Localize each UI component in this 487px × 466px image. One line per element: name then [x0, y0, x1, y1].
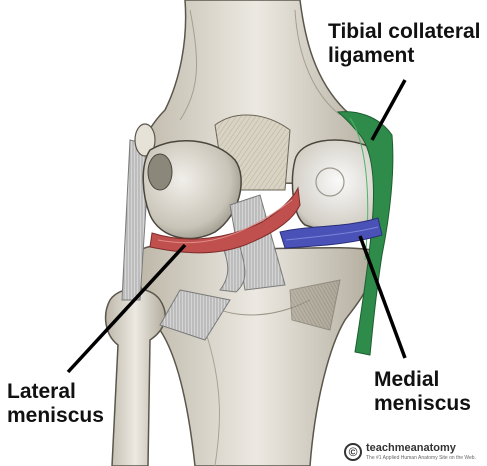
copyright-icon: © — [344, 443, 362, 461]
label-line: meniscus — [7, 404, 104, 428]
brand-tagline: The #1 Applied Human Anatomy Site on the… — [366, 455, 476, 461]
brand-logo: © teachmeanatomy The #1 Applied Human An… — [344, 443, 484, 465]
brand-name: teachmeanatomy — [366, 442, 456, 454]
label-line: Lateral — [7, 380, 104, 404]
label-line: ligament — [328, 44, 481, 68]
label-tibial-collateral-ligament: Tibial collateral ligament — [328, 20, 481, 68]
label-line: Tibial collateral — [328, 20, 481, 44]
label-lateral-meniscus: Lateral meniscus — [7, 380, 104, 428]
label-medial-meniscus: Medial meniscus — [374, 368, 471, 416]
label-line: meniscus — [374, 392, 471, 416]
fibula — [106, 289, 166, 466]
label-line: Medial — [374, 368, 471, 392]
